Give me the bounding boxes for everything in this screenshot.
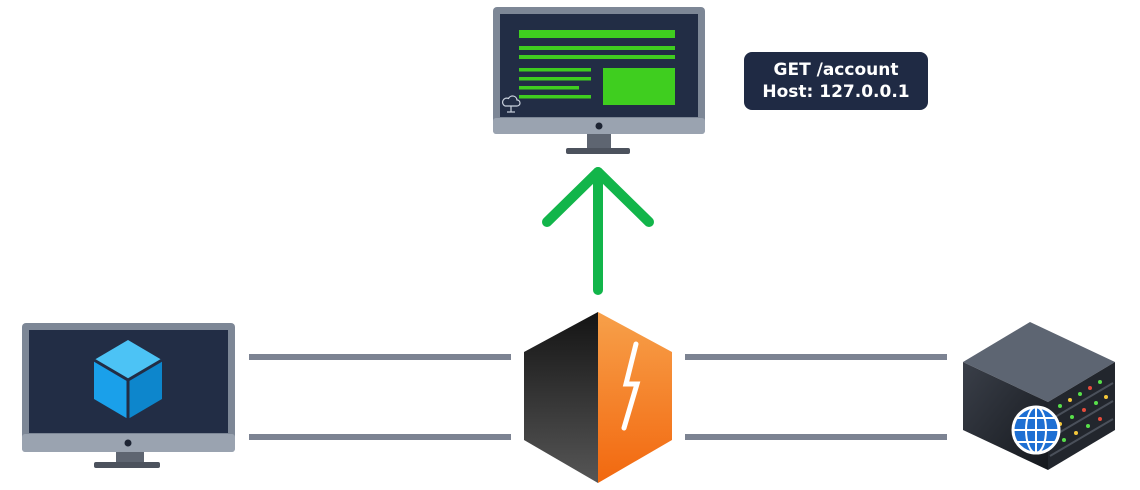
page-line-5	[519, 86, 579, 90]
page-image-block	[603, 68, 675, 105]
page-header-bar	[519, 30, 675, 38]
http-request-label: GET /account Host: 127.0.0.1	[744, 52, 928, 110]
monitor-stand-base	[566, 148, 630, 154]
arrow-head	[542, 167, 654, 227]
cube-left	[94, 360, 128, 419]
globe-icon	[1011, 405, 1061, 455]
page-line-2	[519, 55, 675, 59]
client-monitor-cube-icon	[22, 323, 235, 468]
monitor-stand-neck	[587, 134, 611, 148]
browser-monitor-icon	[493, 7, 705, 154]
client-connectors	[249, 354, 511, 440]
request-line: GET /account	[773, 60, 899, 80]
client-power-dot	[124, 439, 132, 447]
cube-right	[128, 360, 162, 419]
proxy-left-face	[524, 312, 598, 483]
client-stand-neck	[116, 451, 144, 463]
proxy-lightning-cube-icon	[524, 312, 672, 483]
server-connectors	[685, 354, 947, 440]
blue-box-icon	[93, 340, 163, 419]
page-line-4	[519, 77, 591, 81]
page-line-3	[519, 68, 591, 72]
web-server-globe-icon	[963, 322, 1115, 470]
page-line-1	[519, 46, 675, 50]
lightning-icon	[621, 341, 641, 431]
monitor-power-dot	[595, 122, 603, 130]
server-front	[1048, 362, 1115, 470]
cloud-icon	[502, 95, 521, 113]
server-top	[963, 322, 1115, 402]
page-line-6	[519, 95, 591, 99]
client-stand-base	[94, 462, 160, 468]
request-arrow	[542, 167, 654, 295]
request-host-header: Host: 127.0.0.1	[762, 82, 910, 102]
server-bays	[1049, 382, 1114, 457]
